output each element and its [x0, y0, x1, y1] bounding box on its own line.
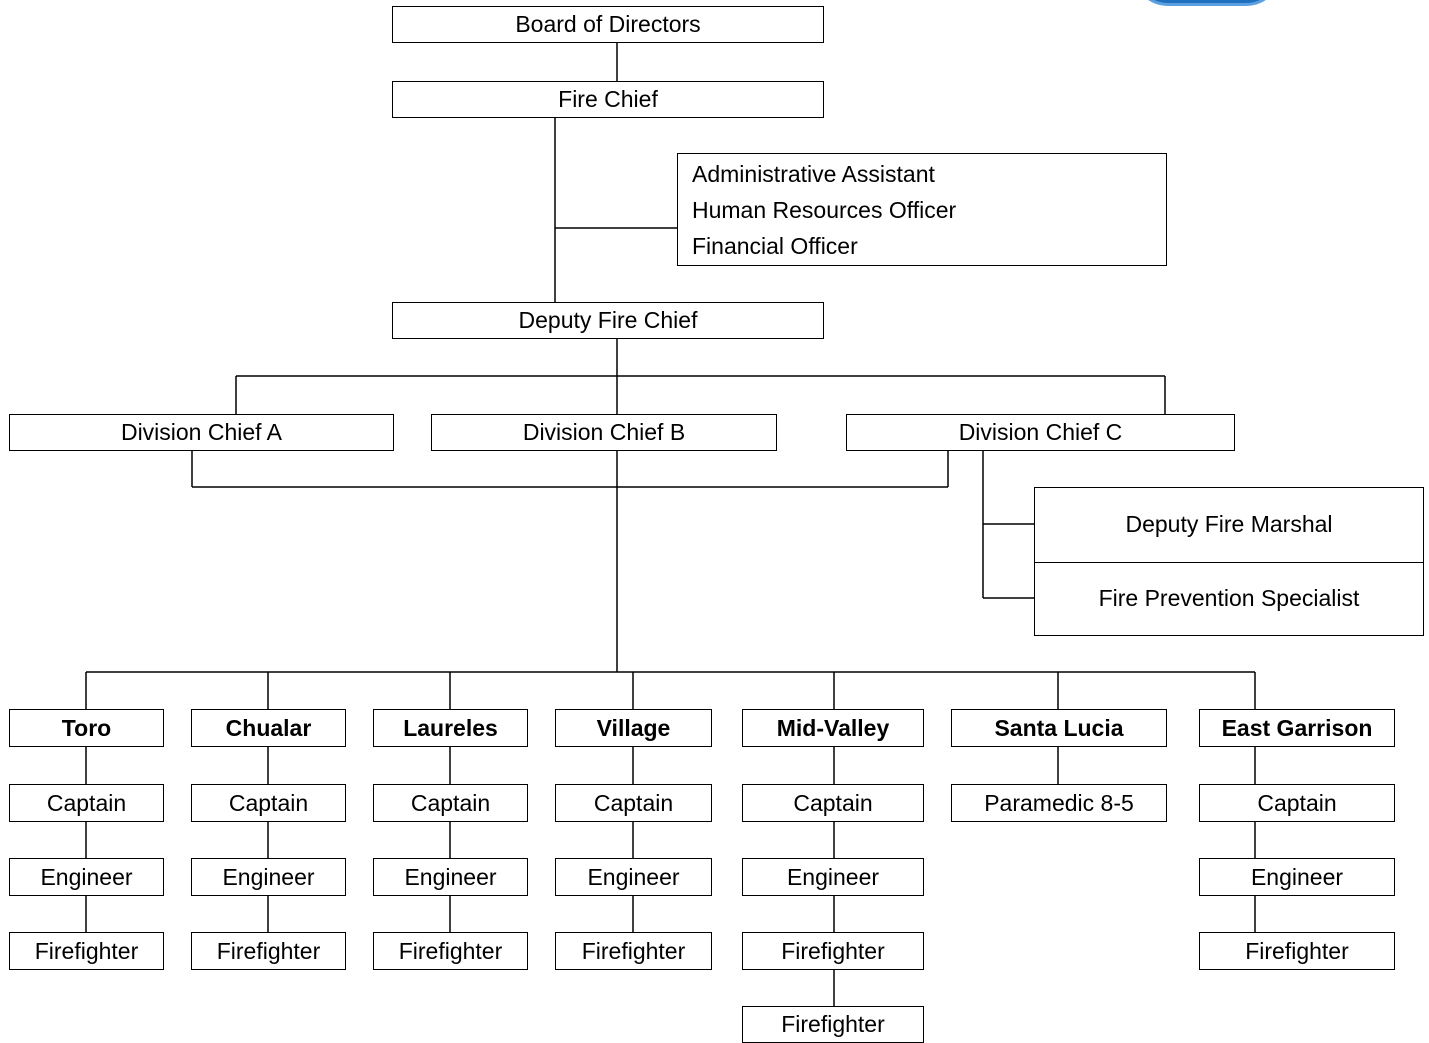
role-box: Captain	[9, 784, 164, 822]
division-chief-label: Division Chief A	[120, 419, 283, 445]
station-name: Mid-Valley	[776, 714, 890, 741]
division-chief-b-box: Division Chief B	[431, 414, 777, 451]
station-laureles-box: Laureles	[373, 709, 528, 747]
role-box: Captain	[191, 784, 346, 822]
station-name: Chualar	[225, 714, 312, 741]
role-label: Firefighter	[781, 937, 885, 964]
role-label: Engineer	[404, 863, 497, 890]
station-santa-lucia-box: Santa Lucia	[951, 709, 1167, 747]
fire-chief-box: Fire Chief	[392, 81, 824, 118]
station-mid-valley-box: Mid-Valley	[742, 709, 924, 747]
fire-chief-label: Fire Chief	[558, 86, 658, 112]
role-box: Firefighter	[373, 932, 528, 970]
station-name: Laureles	[403, 714, 498, 741]
station-name: East Garrison	[1221, 714, 1373, 741]
station-village-box: Village	[555, 709, 712, 747]
role-label: Paramedic 8-5	[984, 789, 1134, 816]
role-label: Captain	[228, 789, 309, 816]
deputy-fire-chief-label: Deputy Fire Chief	[518, 307, 698, 333]
role-box: Captain	[555, 784, 712, 822]
admin-staff-box: Administrative Assistant Human Resources…	[677, 153, 1167, 266]
role-box: Captain	[373, 784, 528, 822]
role-box: Engineer	[1199, 858, 1395, 896]
role-label: Firefighter	[216, 937, 321, 964]
division-chief-a-box: Division Chief A	[9, 414, 394, 451]
board-of-directors-label: Board of Directors	[515, 11, 701, 37]
admin-staff-item: Human Resources Officer	[692, 196, 957, 223]
role-box: Firefighter	[191, 932, 346, 970]
station-name: Santa Lucia	[994, 714, 1124, 741]
role-box: Firefighter	[1199, 932, 1395, 970]
role-box: Paramedic 8-5	[951, 784, 1167, 822]
role-label: Engineer	[587, 863, 680, 890]
role-label: Firefighter	[34, 937, 139, 964]
division-chief-label: Division Chief B	[522, 419, 686, 445]
role-box: Engineer	[373, 858, 528, 896]
fire-prevention-specialist-row: Fire Prevention Specialist	[1035, 562, 1423, 636]
role-label: Firefighter	[1245, 937, 1349, 964]
deputy-fire-marshal-label: Deputy Fire Marshal	[1125, 511, 1333, 538]
role-box: Firefighter	[742, 1006, 924, 1043]
role-box: Firefighter	[555, 932, 712, 970]
role-box: Engineer	[742, 858, 924, 896]
role-label: Captain	[1257, 789, 1337, 816]
role-box: Captain	[742, 784, 924, 822]
station-name: Village	[596, 714, 671, 741]
board-of-directors-box: Board of Directors	[392, 6, 824, 43]
division-chief-label: Division Chief C	[958, 419, 1123, 445]
role-label: Engineer	[786, 863, 880, 890]
admin-staff-item: Administrative Assistant	[692, 160, 935, 187]
fire-prevention-specialist-label: Fire Prevention Specialist	[1098, 584, 1360, 611]
role-label: Engineer	[1250, 863, 1344, 890]
role-label: Engineer	[222, 863, 315, 890]
role-box: Firefighter	[742, 932, 924, 970]
deputy-fire-chief-box: Deputy Fire Chief	[392, 302, 824, 339]
division-chief-c-box: Division Chief C	[846, 414, 1235, 451]
station-chualar-box: Chualar	[191, 709, 346, 747]
role-label: Captain	[593, 789, 674, 816]
station-east-garrison-box: East Garrison	[1199, 709, 1395, 747]
prevention-box: Deputy Fire Marshal Fire Prevention Spec…	[1034, 487, 1424, 636]
role-box: Engineer	[9, 858, 164, 896]
role-label: Captain	[793, 789, 873, 816]
role-box: Engineer	[555, 858, 712, 896]
role-label: Firefighter	[398, 937, 503, 964]
role-label: Captain	[46, 789, 127, 816]
role-label: Firefighter	[781, 1011, 885, 1037]
role-label: Firefighter	[581, 937, 686, 964]
station-name: Toro	[61, 714, 112, 741]
deputy-fire-marshal-row: Deputy Fire Marshal	[1035, 488, 1423, 563]
role-box: Firefighter	[9, 932, 164, 970]
admin-staff-item: Financial Officer	[692, 232, 858, 259]
role-label: Engineer	[40, 863, 133, 890]
station-toro-box: Toro	[9, 709, 164, 747]
role-box: Captain	[1199, 784, 1395, 822]
role-box: Engineer	[191, 858, 346, 896]
role-label: Captain	[410, 789, 491, 816]
